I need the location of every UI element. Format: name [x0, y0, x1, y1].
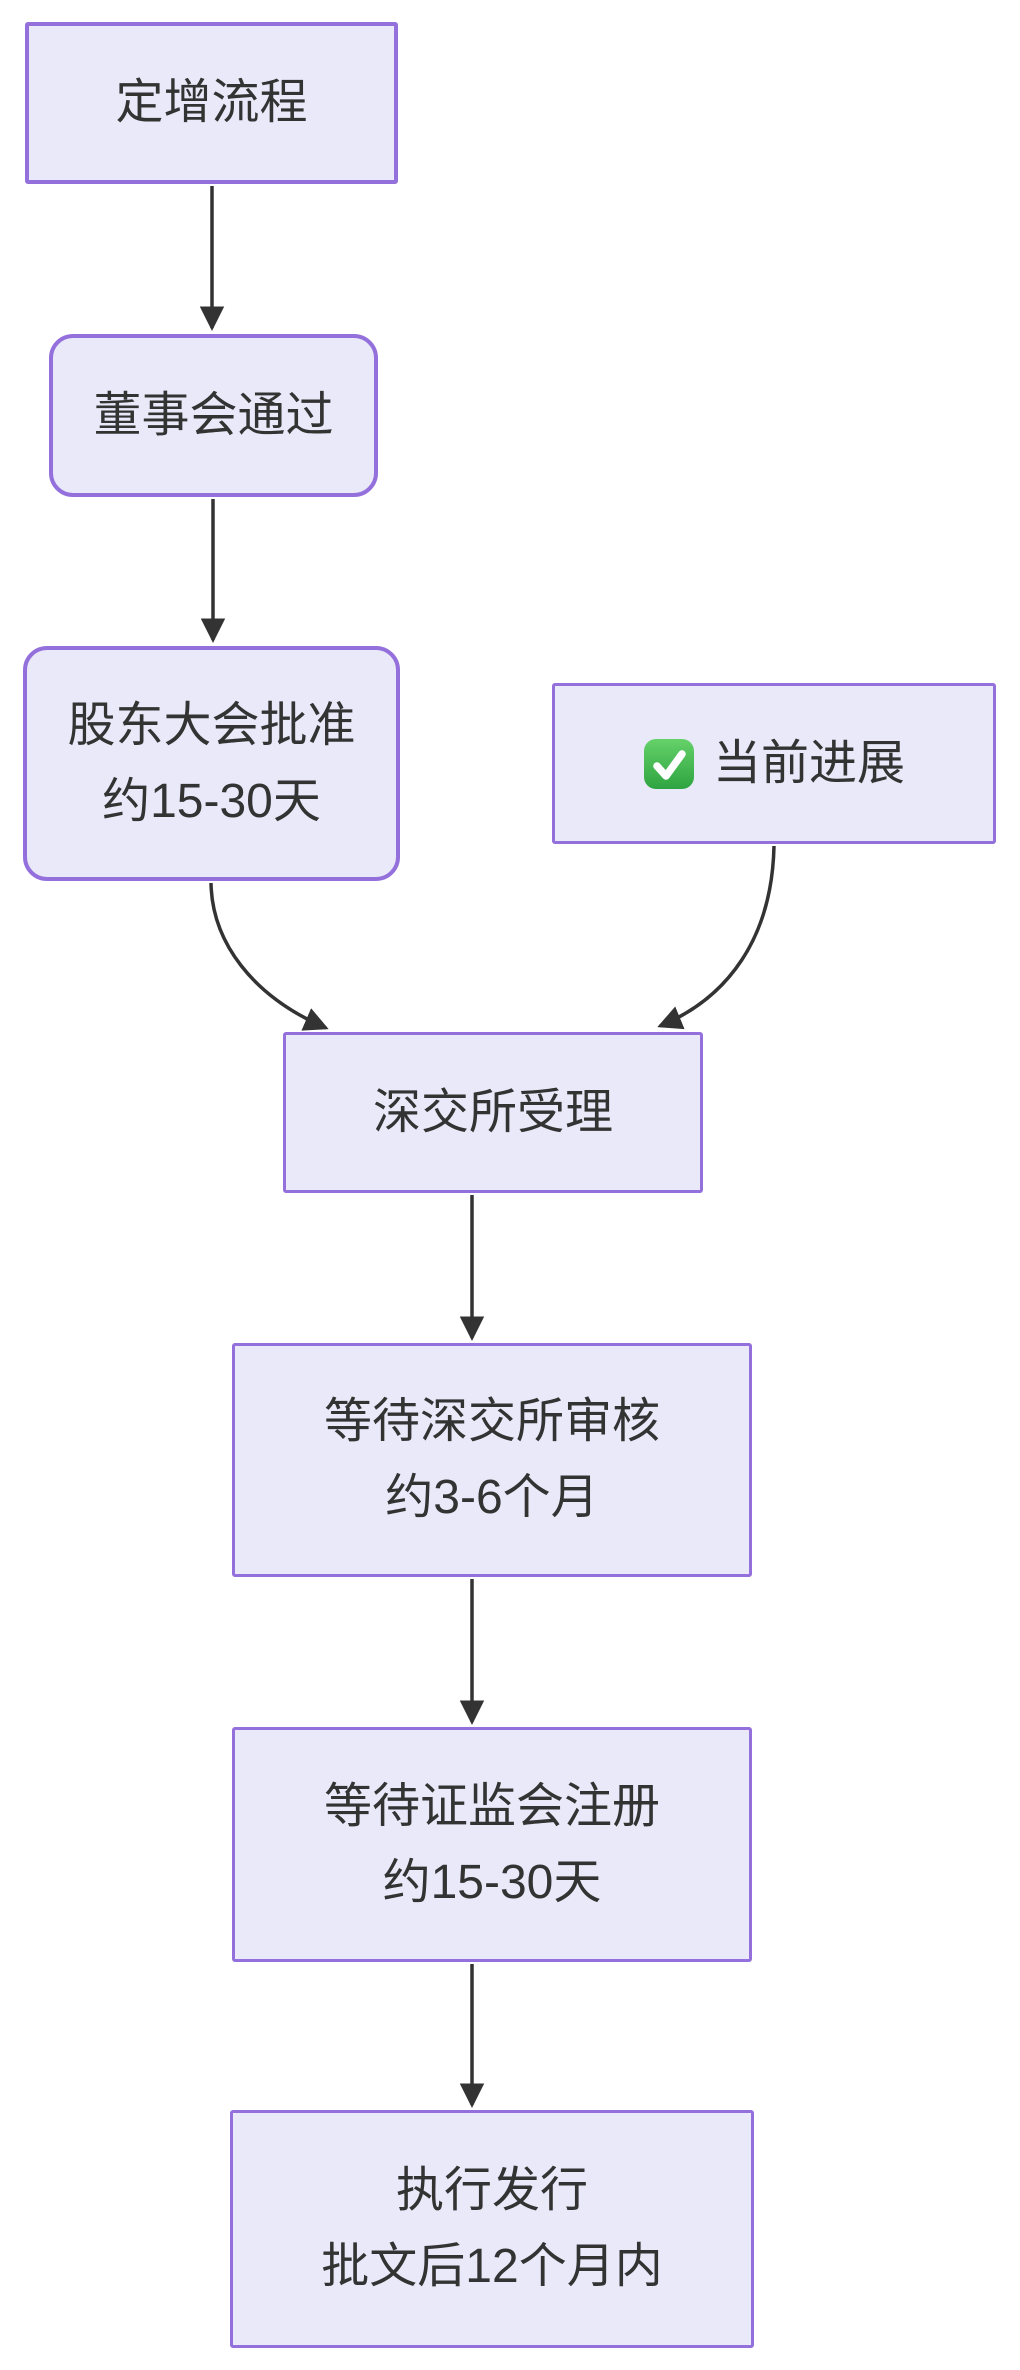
node-acceptance-label: 深交所受理: [372, 1085, 613, 1139]
edge-progress-acceptance: [657, 845, 776, 1030]
node-board-label: 董事会通过: [93, 388, 334, 442]
node-start-label: 定增流程: [115, 76, 308, 129]
node-progress: 当前进展: [552, 683, 996, 844]
node-registration-duration: 约15-30天: [382, 1855, 602, 1909]
node-issuance: 执行发行 批文后12个月内: [230, 2110, 754, 2348]
node-registration: 等待证监会注册 约15-30天: [232, 1727, 752, 1962]
node-board: 董事会通过: [49, 334, 378, 497]
node-review-label: 等待深交所审核: [323, 1395, 660, 1448]
node-issuance-label: 执行发行: [395, 2164, 588, 2217]
node-shareholders: 股东大会批准 约15-30天: [23, 646, 400, 881]
node-issuance-duration: 批文后12个月内: [321, 2240, 663, 2293]
node-registration-label: 等待证监会注册: [323, 1779, 660, 1833]
node-acceptance: 深交所受理: [283, 1032, 703, 1193]
node-start: 定增流程: [25, 22, 398, 184]
edge-shareholders-acceptance: [209, 882, 329, 1031]
node-progress-label: 当前进展: [712, 736, 905, 790]
node-review-duration: 约3-6个月: [385, 1471, 599, 1524]
node-shareholders-duration: 约15-30天: [102, 774, 321, 828]
check-icon: [643, 738, 694, 789]
node-review: 等待深交所审核 约3-6个月: [232, 1343, 752, 1577]
node-shareholders-label: 股东大会批准: [67, 698, 356, 752]
